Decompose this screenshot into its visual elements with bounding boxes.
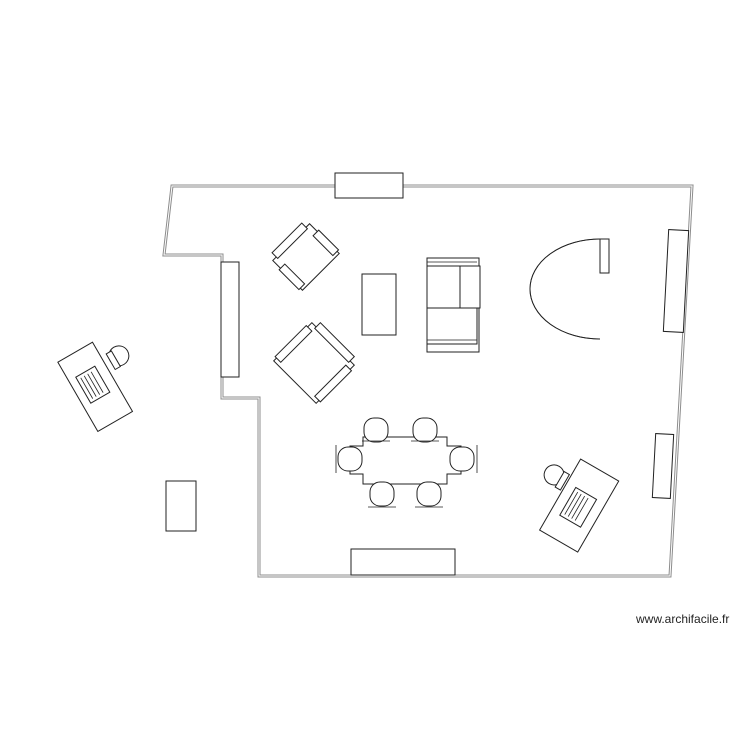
dining-chair	[415, 481, 443, 508]
dining-chair	[368, 481, 396, 508]
sofa	[426, 257, 481, 353]
watermark[interactable]: www.archifacile.fr	[636, 612, 730, 626]
dining-chair	[362, 417, 390, 443]
coffee-table	[361, 273, 397, 336]
armchair-lower	[272, 321, 356, 405]
round-table	[529, 238, 610, 340]
window-right-lower	[651, 433, 675, 499]
room-walls	[162, 184, 694, 578]
cabinet	[165, 480, 197, 532]
desk-right	[538, 458, 620, 553]
dining-chair	[449, 445, 478, 473]
dining-chair	[411, 417, 439, 443]
dining-table	[335, 417, 478, 508]
desk-left	[57, 341, 134, 433]
window-right-upper	[662, 229, 690, 333]
window-top	[334, 172, 404, 199]
window-bottom	[350, 548, 456, 576]
window-left-wall	[220, 261, 240, 378]
dining-chair	[335, 445, 363, 473]
armchair-upper	[271, 222, 340, 291]
